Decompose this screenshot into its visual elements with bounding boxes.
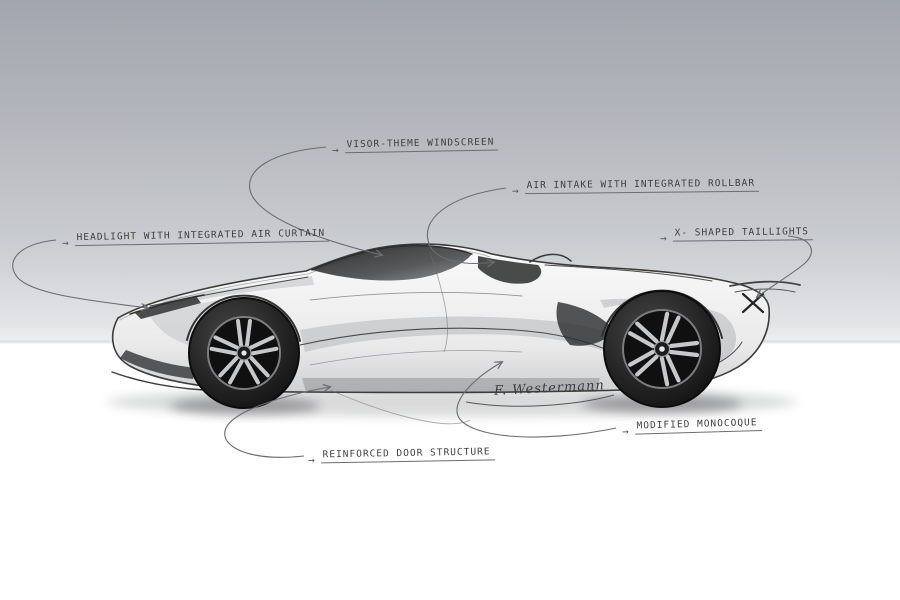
leader-taillights [757,235,812,297]
rear-wheel [603,290,721,408]
leader-air-intake [426,187,507,263]
annotation-air-intake: → AIR INTAKE WITH INTEGRATED ROLLBAR [511,177,760,198]
hub-logo [241,350,247,356]
leader-arrow-icon: → [621,424,630,438]
leader-windscreen [249,146,382,255]
annotation-windscreen-label: VISOR-THEME WINDSCREEN [344,136,499,154]
annotation-air-intake-label: AIR INTAKE WITH INTEGRATED ROLLBAR [524,177,760,195]
leader-arrow-icon: → [659,231,668,245]
hub-logo [659,346,665,352]
leader-lines [12,146,812,458]
annotation-taillights: → X- SHAPED TAILLIGHTS [659,226,814,245]
leader-arrow-icon: → [61,236,70,250]
leader-door [224,387,330,458]
front-wheel [188,297,300,409]
annotation-taillights-label: X- SHAPED TAILLIGHTS [672,226,814,242]
leader-arrow-icon: → [307,453,316,467]
signature-underline [465,394,615,407]
leader-arrow-icon: → [331,143,340,157]
leader-headlight [12,239,148,308]
annotation-windscreen: → VISOR-THEME WINDSCREEN [331,136,499,157]
leader-arrow-icon: → [511,184,520,198]
